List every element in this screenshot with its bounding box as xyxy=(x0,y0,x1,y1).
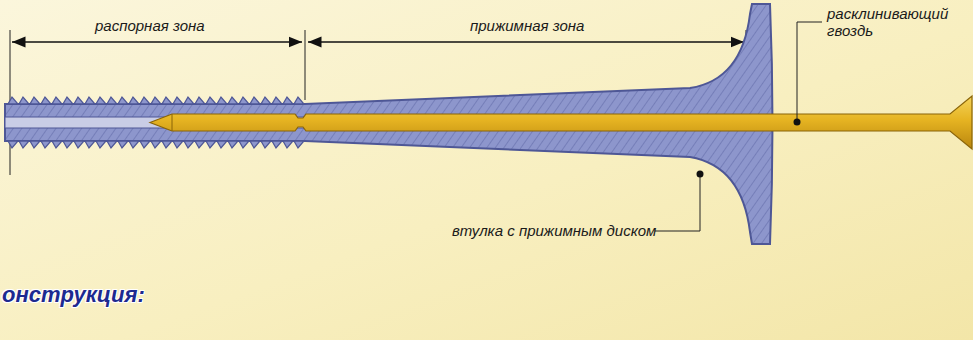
thread-tooth xyxy=(283,141,293,148)
thread-tooth xyxy=(294,97,304,104)
thread-tooth xyxy=(206,141,216,148)
zone-label: распорная зона xyxy=(95,17,205,34)
thread-tooth xyxy=(107,141,117,148)
thread-tooth xyxy=(173,97,183,104)
thread-tooth xyxy=(118,97,128,104)
thread-tooth xyxy=(19,97,29,104)
leader-lines xyxy=(655,22,822,231)
thread-tooth xyxy=(30,141,40,148)
thread-tooth xyxy=(228,141,238,148)
thread-tooth xyxy=(239,141,249,148)
thread-tooth xyxy=(52,141,62,148)
thread-tooth xyxy=(74,97,84,104)
thread-tooth xyxy=(184,141,194,148)
thread-tooth xyxy=(217,97,227,104)
leader-dot xyxy=(697,171,704,178)
thread-tooth xyxy=(19,141,29,148)
thread-tooth xyxy=(250,97,260,104)
nail-edge xyxy=(172,114,173,131)
thread-tooth xyxy=(63,97,73,104)
thread-tooth xyxy=(8,141,18,148)
thread-tooth xyxy=(228,97,238,104)
thread-tooth xyxy=(8,97,18,104)
thread-tooth xyxy=(195,141,205,148)
thread-tooth xyxy=(239,97,249,104)
thread-tooth xyxy=(184,97,194,104)
thread-tooth xyxy=(294,141,304,148)
thread-tooth xyxy=(85,141,95,148)
thread-tooth xyxy=(96,141,106,148)
part-label: втулка с прижимным диском xyxy=(452,222,656,239)
thread-tooth xyxy=(107,97,117,104)
thread-tooth xyxy=(162,97,172,104)
thread-tooth xyxy=(96,97,106,104)
nail xyxy=(150,96,972,149)
thread-tooth xyxy=(30,97,40,104)
leader-dot xyxy=(794,119,801,126)
thread-tooth xyxy=(140,97,150,104)
thread-tooth xyxy=(250,141,260,148)
thread-tooth xyxy=(206,97,216,104)
thread-tooth xyxy=(283,97,293,104)
thread-tooth xyxy=(151,97,161,104)
thread-tooth xyxy=(272,97,282,104)
thread-tooth xyxy=(195,97,205,104)
thread-tooth xyxy=(217,141,227,148)
thread-tooth xyxy=(41,141,51,148)
section-heading: онструкция: xyxy=(2,282,145,307)
thread-tooth xyxy=(261,141,271,148)
thread-tooth xyxy=(52,97,62,104)
zone-label: прижимная зона xyxy=(470,17,584,34)
thread-tooth xyxy=(41,97,51,104)
thread-tooth xyxy=(151,141,161,148)
thread-tooth xyxy=(173,141,183,148)
thread-tooth xyxy=(140,141,150,148)
thread-tooth xyxy=(129,97,139,104)
thread-tooth xyxy=(129,141,139,148)
part-label: расклинивающий гвоздь xyxy=(827,5,967,40)
thread-tooth xyxy=(118,141,128,148)
thread-tooth xyxy=(261,97,271,104)
dimension-arrows xyxy=(12,41,744,43)
thread-tooth xyxy=(63,141,73,148)
thread-tooth xyxy=(272,141,282,148)
thread-tooth xyxy=(162,141,172,148)
thread-tooth xyxy=(85,97,95,104)
thread-tooth xyxy=(74,141,84,148)
